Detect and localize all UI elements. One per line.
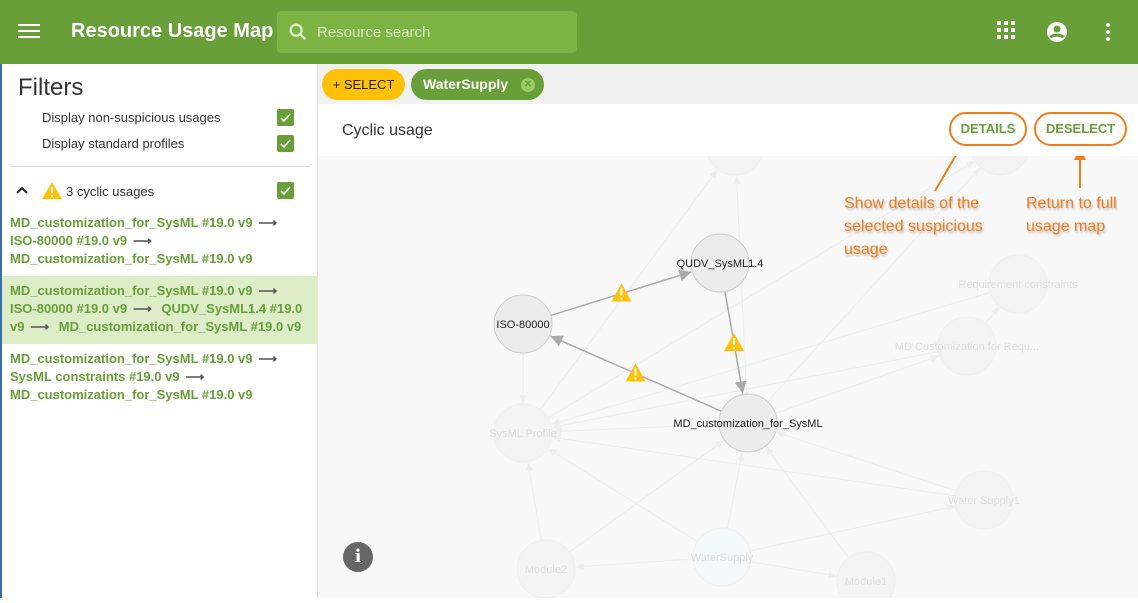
usage-edge (552, 434, 956, 497)
usage-edge (539, 169, 718, 410)
usage-edge (732, 175, 748, 395)
graph-node[interactable]: MD Customization for Requ... (895, 316, 1039, 376)
account-circle-icon[interactable] (1046, 21, 1068, 43)
usage-part: MD_customization_for_SysML #19.0 v9 (10, 215, 253, 230)
usage-part: MD_customization_for_SysML #19.0 v9 (10, 283, 253, 298)
usage-edge (765, 446, 850, 559)
annotation-details: Show details of the selected suspicious … (844, 195, 983, 258)
usage-edge (548, 448, 698, 543)
usage-edge (547, 161, 975, 419)
usage-edge (575, 558, 694, 571)
selection-chip-bar: + SELECT WaterSupply ✕ (318, 64, 1138, 104)
node-label: WaterSupply (691, 552, 754, 564)
node-label: Requirement constraints (958, 279, 1078, 291)
filter-standard-profiles-checkbox[interactable] (277, 135, 294, 152)
deselect-button[interactable]: DESELECT (1034, 112, 1127, 146)
grid-icon[interactable] (996, 20, 1016, 40)
usage-edge (767, 167, 981, 402)
details-button[interactable]: DETAILS (949, 112, 1027, 146)
arrow-icon: ⟶ (258, 351, 278, 366)
arrow-icon: ⟶ (133, 233, 152, 248)
cyclic-usage-list: MD_customization_for_SysML #19.0 v9 ⟶ ISO… (2, 208, 318, 412)
node-label: QUDV_SysML1.4 (677, 258, 764, 270)
node-label: Water Supply1 (948, 495, 1020, 507)
divider (10, 166, 310, 167)
graph-node[interactable]: QUDV_SysML1.4 (677, 233, 764, 293)
hamburger-icon[interactable] (18, 20, 40, 42)
warning-icon[interactable] (611, 283, 632, 302)
arrow-icon: ⟶ (258, 283, 278, 298)
filter-non-suspicious-label: Display non-suspicious usages (42, 110, 221, 125)
usage-part: MD_customization_for_SysML #19.0 v9 (10, 351, 253, 366)
usage-edge (569, 440, 724, 553)
app-title: Resource Usage Map (71, 20, 274, 42)
selected-chip-label: WaterSupply (423, 76, 509, 92)
search-box[interactable] (277, 11, 577, 53)
cyclic-usages-label: 3 cyclic usages (66, 184, 155, 199)
node-label: SysML Profile (489, 428, 556, 440)
usage-edge (750, 504, 955, 552)
graph-canvas[interactable]: QUDV_SysML1.4ISO-80000MD_customization_f… (318, 116, 1138, 603)
graph-node[interactable]: ISO-80000 (493, 294, 553, 354)
more-vert-icon[interactable] (1104, 22, 1112, 42)
warning-icon[interactable] (724, 333, 744, 351)
usage-part: ISO-80000 #19.0 v9 (10, 301, 128, 316)
graph-node[interactable]: Requirement constraints (958, 254, 1078, 314)
usage-edge (985, 306, 1000, 324)
usage-part: ISO-80000 #19.0 v9 (10, 233, 128, 248)
arrow-icon: ⟶ (185, 369, 205, 384)
panel-header: Cyclic usage DETAILS DESELECT (318, 104, 1138, 156)
filter-standard-profiles-label: Display standard profiles (42, 136, 185, 151)
remove-chip-icon[interactable]: ✕ (521, 78, 535, 92)
graph-node[interactable]: MD_customization_for_SysML (673, 393, 823, 453)
arrow-icon: ⟶ (258, 215, 278, 230)
cyclic-usages-checkbox[interactable] (277, 182, 294, 199)
app-bar: Resource Usage Map (0, 0, 1138, 64)
node-label: MD_customization_for_SysML (673, 418, 822, 430)
node-label: Module1 (845, 576, 887, 588)
cyclic-usage-item[interactable]: MD_customization_for_SysML #19.0 v9 ⟶ Sys… (2, 344, 318, 412)
filters-title: Filters (18, 74, 84, 101)
warning-icon[interactable] (625, 363, 646, 382)
filters-sidebar: Filters Display non-suspicious usages Di… (0, 64, 318, 598)
usage-edge (727, 452, 745, 529)
arrow-icon: ⟶ (30, 319, 50, 334)
node-label: MD Customization for Requ... (895, 341, 1039, 353)
usage-part: QUDV_SysML1.4 #19.0 v9 (10, 301, 303, 334)
usage-edge (776, 430, 957, 492)
filter-non-suspicious-checkbox[interactable] (277, 109, 294, 126)
warning-icon (42, 182, 62, 199)
graph-node[interactable] (705, 116, 765, 176)
usage-edge (525, 462, 542, 541)
usage-part: SysML constraints #19.0 v9 (10, 369, 180, 384)
arrow-icon: ⟶ (133, 301, 152, 316)
chevron-up-icon[interactable] (16, 185, 28, 195)
usage-edge (750, 561, 837, 579)
search-input[interactable] (317, 11, 567, 53)
cyclic-usage-item[interactable]: MD_customization_for_SysML #19.0 v9 ⟶ ISO… (2, 276, 318, 344)
usage-part: MD_customization_for_SysML #19.0 v9 (10, 251, 253, 266)
node-label: ISO-80000 (496, 319, 549, 331)
graph-node[interactable]: Water Supply1 (948, 470, 1020, 530)
usage-edge (551, 291, 991, 426)
node-label: Module2 (525, 564, 567, 576)
cyclic-usage-item[interactable]: MD_customization_for_SysML #19.0 v9 ⟶ ISO… (2, 208, 318, 276)
annotation-arrow-details (934, 142, 964, 192)
selected-chip[interactable]: WaterSupply ✕ (411, 69, 544, 100)
usage-edge (552, 423, 720, 436)
graph-node[interactable]: Module2 (516, 539, 576, 599)
info-icon[interactable]: i (343, 542, 373, 572)
panel-title: Cyclic usage (342, 122, 433, 139)
search-icon (289, 23, 307, 41)
graph-node[interactable]: WaterSupply (691, 527, 754, 587)
usage-part: MD_customization_for_SysML #19.0 v9 (58, 319, 302, 334)
annotation-deselect: Return to full usage map (1026, 195, 1117, 235)
select-chip-button[interactable]: + SELECT (322, 69, 405, 100)
graph-node[interactable]: SysML Profile (489, 403, 557, 463)
graph-node[interactable]: Module1 (836, 551, 896, 603)
graph-node[interactable] (970, 116, 1030, 176)
usage-part: MD_customization_for_SysML #19.0 v9 (10, 387, 253, 402)
usage-edge (775, 354, 939, 414)
